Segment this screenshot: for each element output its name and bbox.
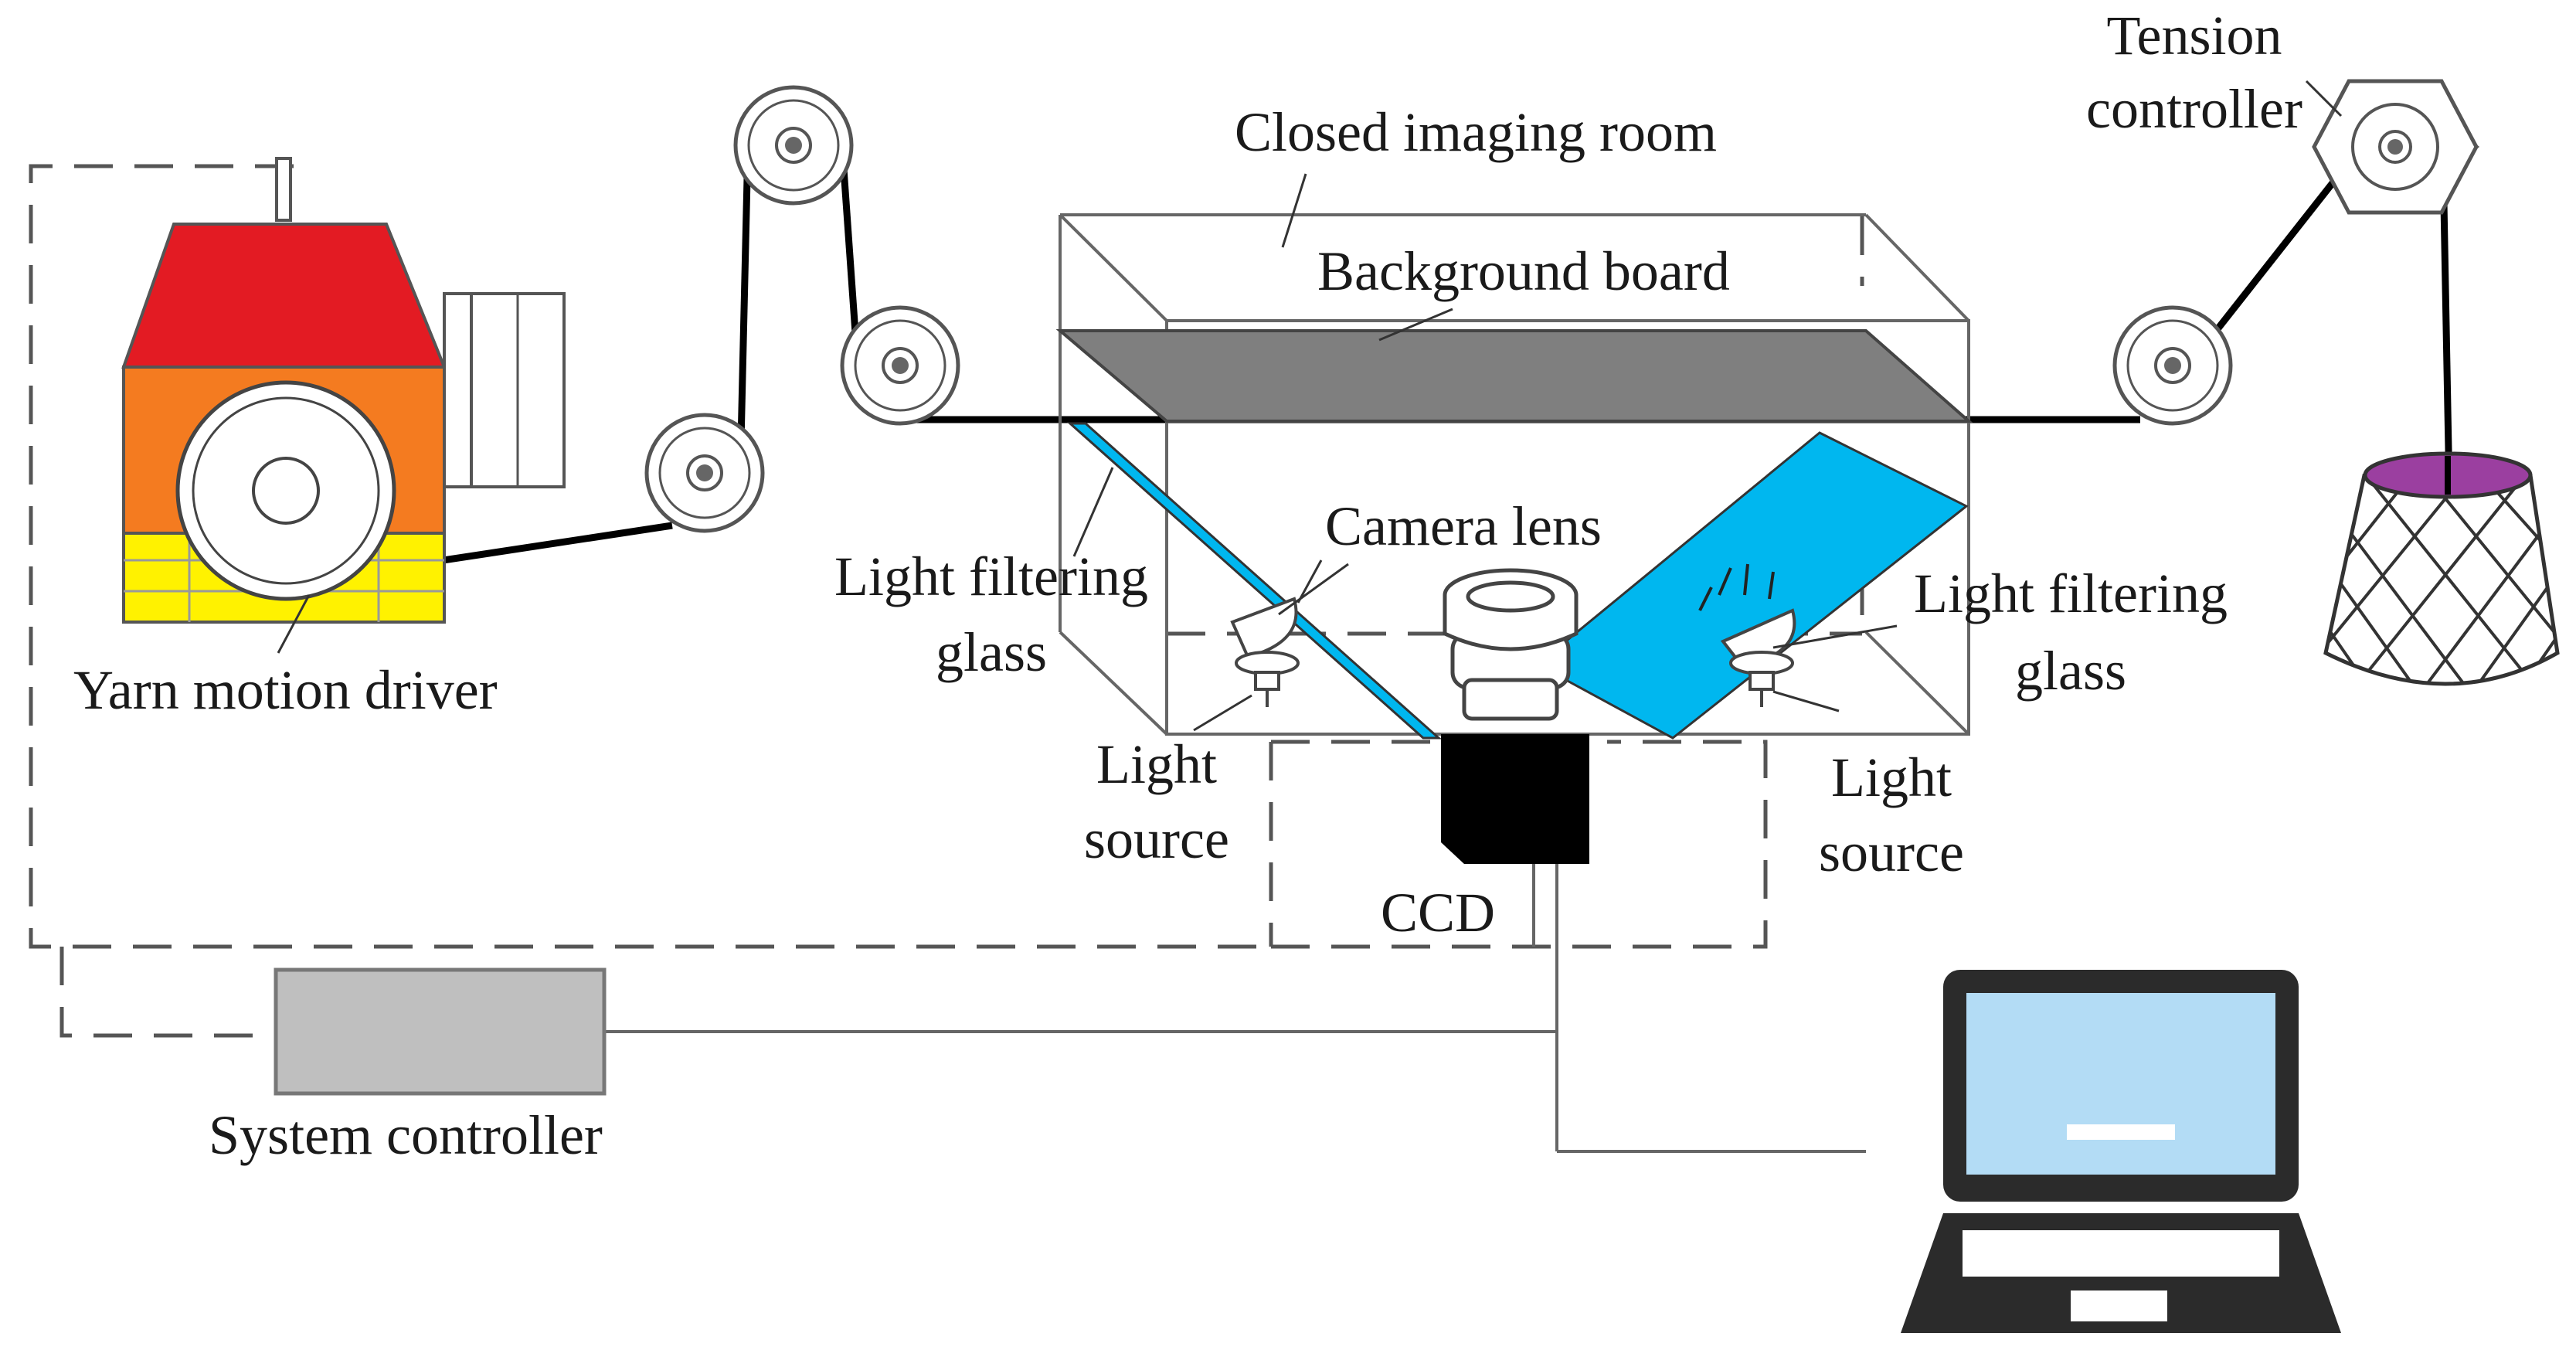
- light-ray-marks: [1698, 563, 1775, 611]
- closed-imaging-room: [1059, 213, 1970, 736]
- yarn-bobbin-icon: [2323, 451, 2560, 686]
- tension-controller-label: Tension controller: [2086, 5, 2302, 140]
- background-board-label: Background board: [1317, 240, 1730, 302]
- camera-lens-icon: [1443, 568, 1579, 721]
- pulley-icon: [733, 85, 854, 206]
- light-filtering-glass-right-label: Light filtering glass: [1914, 563, 2228, 702]
- label-text: source: [1084, 808, 1229, 870]
- label-text: Tension: [2107, 5, 2282, 66]
- system-controller-box: [274, 967, 607, 1096]
- light-source-left-label: Light source: [1084, 733, 1229, 870]
- tension-controller-icon: [2312, 79, 2480, 215]
- pulley-icon: [2112, 305, 2233, 426]
- label-text: Light filtering: [834, 546, 1148, 607]
- label-text: Light: [1831, 746, 1952, 808]
- system-controller-label: System controller: [209, 1104, 603, 1166]
- label-text: glass: [936, 621, 1047, 683]
- label-text: source: [1819, 821, 1964, 883]
- background-board: [1055, 329, 1973, 423]
- light-source-icon: [1720, 608, 1796, 707]
- light-source-right-label: Light source: [1819, 746, 1964, 883]
- ccd-camera-icon: [1441, 734, 1589, 864]
- light-source-icon: [1230, 597, 1300, 707]
- laptop-icon: [1901, 970, 2341, 1333]
- label-text: controller: [2086, 78, 2302, 140]
- pulley-icon: [840, 305, 960, 426]
- light-filtering-glass-left-label: Light filtering glass: [834, 546, 1148, 683]
- label-text: Light filtering: [1914, 563, 2228, 624]
- signal-wiring: [603, 864, 1866, 1153]
- leader-lines: [277, 80, 2343, 732]
- light-filtering-glass-right: [1535, 431, 1969, 740]
- closed-imaging-room-label: Closed imaging room: [1235, 101, 1717, 163]
- pulley-icon: [644, 413, 765, 533]
- ccd-label: CCD: [1381, 882, 1495, 944]
- light-filtering-glass-left: [1067, 422, 1442, 740]
- camera-lens-label: Camera lens: [1325, 495, 1602, 557]
- yarn-motion-driver-label: Yarn motion driver: [73, 659, 498, 721]
- label-text: glass: [2015, 640, 2126, 702]
- label-text: Light: [1096, 733, 1217, 795]
- motor-icon: [121, 157, 566, 624]
